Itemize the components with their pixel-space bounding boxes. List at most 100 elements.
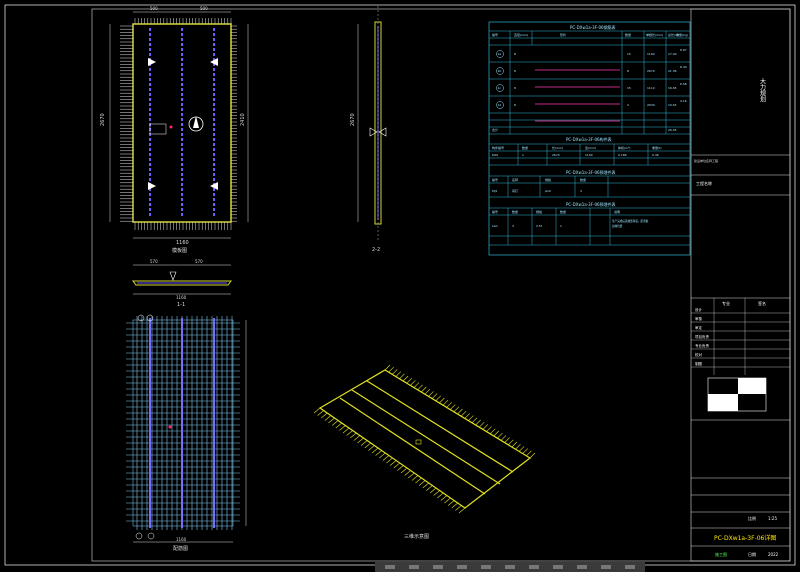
toolbar-button[interactable] [385, 565, 395, 569]
scale-label: 比例 [748, 515, 756, 521]
titleblock-head-2: 签名 [758, 300, 766, 306]
iso-tick [417, 384, 423, 391]
section-1-1[interactable]: 570 570 1160 1-1 [132, 259, 232, 308]
titleblock-row-label: 校对 [695, 352, 703, 357]
table-cell: 17.40 [668, 52, 677, 56]
iso-tick [386, 457, 393, 464]
isometric-view[interactable]: 三维示意图 [313, 364, 536, 540]
table-cell: 6.58 [680, 82, 687, 86]
table-header-cell: 数量 [560, 209, 566, 214]
toolbar-button[interactable] [553, 565, 563, 569]
plan-right-rebar-ticks [231, 25, 237, 222]
lifting-point-marker [210, 58, 218, 66]
toolbar-button[interactable] [409, 565, 419, 569]
toolbar-button[interactable] [601, 565, 611, 569]
iso-truss-1 [339, 397, 486, 495]
plan-dim-left: 2670 [100, 113, 106, 126]
iso-tick [489, 428, 496, 435]
table-cell: 2670 [552, 153, 560, 157]
iso-tick [342, 427, 350, 434]
rebar-dim-bottom: 1160 [176, 537, 187, 542]
table-cell: 4 [512, 224, 514, 228]
table-cell: 15 [627, 86, 631, 90]
rebar-id-icon [496, 50, 504, 58]
lifting-point-marker [148, 182, 156, 190]
iso-tick [497, 432, 503, 439]
iso-tick [424, 388, 431, 395]
iso-tick [471, 417, 478, 424]
embed-table-title: PC-DXw1a-3F-06预埋件表 [566, 169, 616, 175]
iso-tick [335, 422, 342, 429]
table-cell: 边缘位置 [612, 224, 623, 228]
table-cell: 2670 [647, 69, 655, 73]
table-cell: 8 [627, 69, 629, 73]
embed-marker [169, 125, 173, 129]
table-cell: LG1 [492, 224, 498, 228]
plan-dim-top-1: 500 [150, 6, 158, 11]
toolbar-button[interactable] [481, 565, 491, 569]
viewer-toolbar[interactable] [375, 562, 645, 572]
titleblock-small-note: 建设单位名称工程 [694, 158, 718, 163]
table-cell: φ10 [545, 189, 551, 193]
table-cell: 6.87 [680, 48, 687, 52]
iso-tick [526, 450, 532, 457]
table-cell: 2630 [647, 103, 655, 107]
table-header-cell: 单根长(mm) [646, 32, 663, 37]
table-header-cell: 规格 [545, 177, 551, 182]
table-cell: 2.5t [536, 224, 543, 228]
iso-tick [493, 430, 499, 437]
table-cell: 1160 [647, 52, 655, 56]
schedule-tables[interactable]: PC-DXw1a-3F-06钢筋表 编号直径(mm)形状数量单根长(mm)总长(… [488, 21, 691, 256]
rebar-id-icon [496, 101, 504, 109]
plan-view[interactable]: 2670 2410 1160 500 500 模板图 [100, 6, 249, 254]
iso-view-label: 三维示意图 [404, 533, 429, 540]
embed-marker [168, 425, 172, 429]
iso-tick [486, 426, 492, 432]
toolbar-button[interactable] [625, 565, 635, 569]
table-header-cell: 数量 [522, 145, 528, 150]
titleblock-row-label: 项目负责 [695, 334, 709, 339]
iso-tick [331, 420, 339, 426]
rebar-table-title: PC-DXw1a-3F-06钢筋表 [570, 24, 616, 30]
iso-tick [357, 437, 364, 444]
rebar-view[interactable]: 1160 配筋图 [126, 314, 247, 552]
table-header-cell: 体积(m³) [618, 145, 630, 150]
iso-tick [440, 495, 448, 501]
iso-tick [404, 470, 411, 476]
section-2-2[interactable]: 2670 2-2 [350, 6, 387, 253]
table-cell: 8 [514, 69, 516, 73]
logo-box-fill [708, 394, 738, 411]
table-header-cell: 编号 [492, 177, 498, 182]
section-2-2-marker [369, 127, 378, 137]
table-header-cell: 重量(t) [652, 145, 662, 150]
iso-tick [429, 487, 437, 494]
iso-tick [421, 386, 427, 393]
iso-tick [468, 415, 474, 421]
iso-tick [395, 371, 402, 377]
iso-tick [389, 460, 397, 466]
iso-tick [428, 391, 434, 397]
toolbar-button[interactable] [577, 565, 587, 569]
titleblock-row-label: 制图 [695, 361, 703, 366]
plan-top-rebar-ticks [134, 18, 232, 24]
toolbar-button[interactable] [457, 565, 467, 569]
title-block[interactable]: 大力规划 建设单位名称工程 工程名称 专业 签名 设计审核审定项目负责专业负责校… [690, 8, 791, 562]
iso-truss-3 [366, 380, 514, 473]
iso-tick [418, 480, 426, 486]
lifting-point-marker [210, 182, 218, 190]
toolbar-button[interactable] [433, 565, 443, 569]
toolbar-button[interactable] [529, 565, 539, 569]
iso-tick [353, 435, 361, 441]
plan-dim-right: 2410 [240, 113, 246, 126]
company-name: 大力规划 [759, 77, 766, 102]
rebar-view-label: 配筋图 [173, 545, 188, 552]
table-cell: 16.65 [668, 86, 677, 90]
plan-view-label: 模板图 [172, 247, 187, 254]
rebar-tag-icon [137, 314, 145, 322]
table-cell: 10.52 [668, 103, 677, 107]
table-header-cell: 重量(kg) [676, 32, 688, 37]
table-cell: 26.05 [668, 128, 677, 132]
toolbar-button[interactable] [505, 565, 515, 569]
